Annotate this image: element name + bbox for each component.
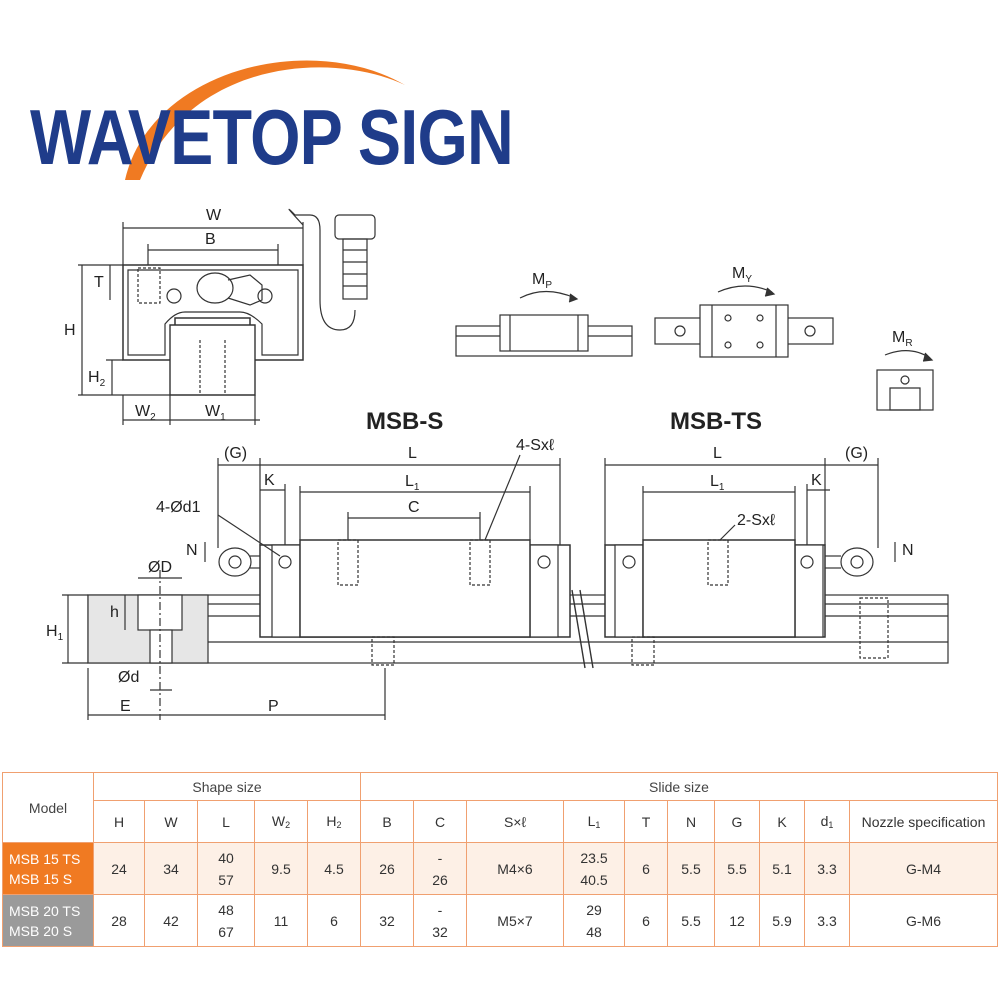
label-N-left: N [186,542,198,559]
label-L1-right: L1 [710,473,725,493]
side-view [62,454,949,720]
col-L: L [197,800,255,843]
moment-my-view [654,285,834,358]
label-C: C [408,499,420,516]
front-view [78,208,376,425]
col-N: N [667,800,715,843]
label-h: h [110,604,119,621]
label-d1: 4-Ød1 [156,499,201,516]
col-K: K [759,800,805,843]
label-L1-left: L1 [405,473,420,493]
technical-drawing: W B T H H2 W2 W1 MP [46,207,949,720]
label-H2: H2 [88,369,106,389]
label-MY: MY [732,265,752,285]
slide-size-header: Slide size [360,772,998,801]
col-G: G [714,800,760,843]
label-screw-right: 2-Sxℓ [737,512,775,529]
col-H: H [93,800,145,843]
shape-size-header: Shape size [93,772,361,801]
label-G-left: (G) [224,445,247,462]
brand-name: WAVETOP SIGN [30,93,514,181]
label-MR: MR [892,329,913,349]
col-S: S×ℓ [466,800,564,843]
label-G-right: (G) [845,445,868,462]
label-K-left: K [264,472,275,489]
logo-arc [125,60,405,180]
col-d1: d1 [804,800,850,843]
col-nozzle: Nozzle specification [849,800,998,843]
title-msb-s: MSB-S [366,408,444,435]
label-d: Ød [118,669,139,686]
label-T: T [94,274,104,291]
label-N-right: N [902,542,914,559]
model-header: Model [2,772,94,843]
label-L-left: L [408,445,417,462]
label-H: H [64,322,76,339]
col-W2: W2 [254,800,308,843]
label-B: B [205,231,216,248]
spec-table: Model Shape size Slide size H W L W2 H2 … [2,772,998,947]
col-L1: L1 [563,800,625,843]
label-H1: H1 [46,623,64,643]
label-K-right: K [811,472,822,489]
label-P: P [268,698,279,715]
col-H2: H2 [307,800,361,843]
moment-mr-view [876,350,934,411]
col-C: C [413,800,467,843]
label-screw-left: 4-Sxℓ [516,437,554,454]
col-T: T [624,800,668,843]
brand-logo: WAVETOP SIGN [30,30,514,200]
title-msb-ts: MSB-TS [670,408,762,435]
label-W: W [206,207,222,224]
col-B: B [360,800,414,843]
model-cell: MSB 20 TS MSB 20 S [2,894,94,947]
label-E: E [120,698,131,715]
col-W: W [144,800,198,843]
label-MP: MP [532,271,552,291]
model-cell: MSB 15 TS MSB 15 S [2,842,94,895]
label-L-right: L [713,445,722,462]
moment-mp-view [455,290,633,357]
label-D: ØD [148,559,172,576]
